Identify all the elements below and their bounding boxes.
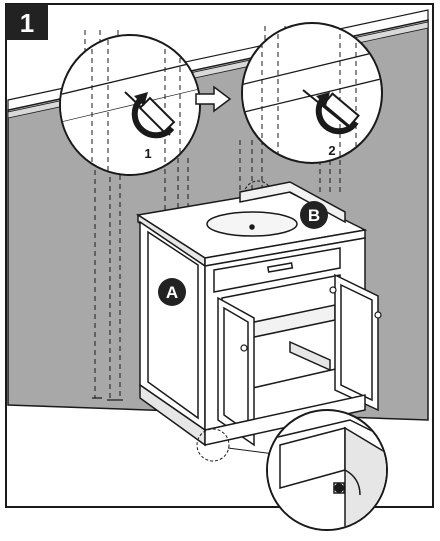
step-badge: 1 (6, 4, 48, 40)
door-knobs (240, 286, 382, 352)
callout-b: B (300, 201, 328, 229)
rotate-arrow-icon (131, 92, 175, 139)
callout-b-label: B (308, 206, 320, 225)
detail-2-label: 2 (328, 143, 335, 158)
sink-basin (206, 211, 298, 237)
step-number: 1 (20, 8, 34, 38)
detail-circle-1: 1 (59, 34, 201, 176)
rotate-arrow-icon (315, 92, 359, 135)
callout-a: A (158, 278, 186, 306)
stud-feet (92, 397, 123, 401)
vanity-cabinet (135, 181, 379, 447)
reference-circle-base (196, 428, 230, 462)
detail-1-label: 1 (144, 146, 151, 161)
right-arrow-icon (195, 85, 232, 113)
stud-lines (84, 26, 341, 400)
detail-circle-leveler (266, 409, 388, 531)
callout-a-label: A (166, 283, 178, 302)
detail-circle-2: 2 (241, 22, 383, 164)
